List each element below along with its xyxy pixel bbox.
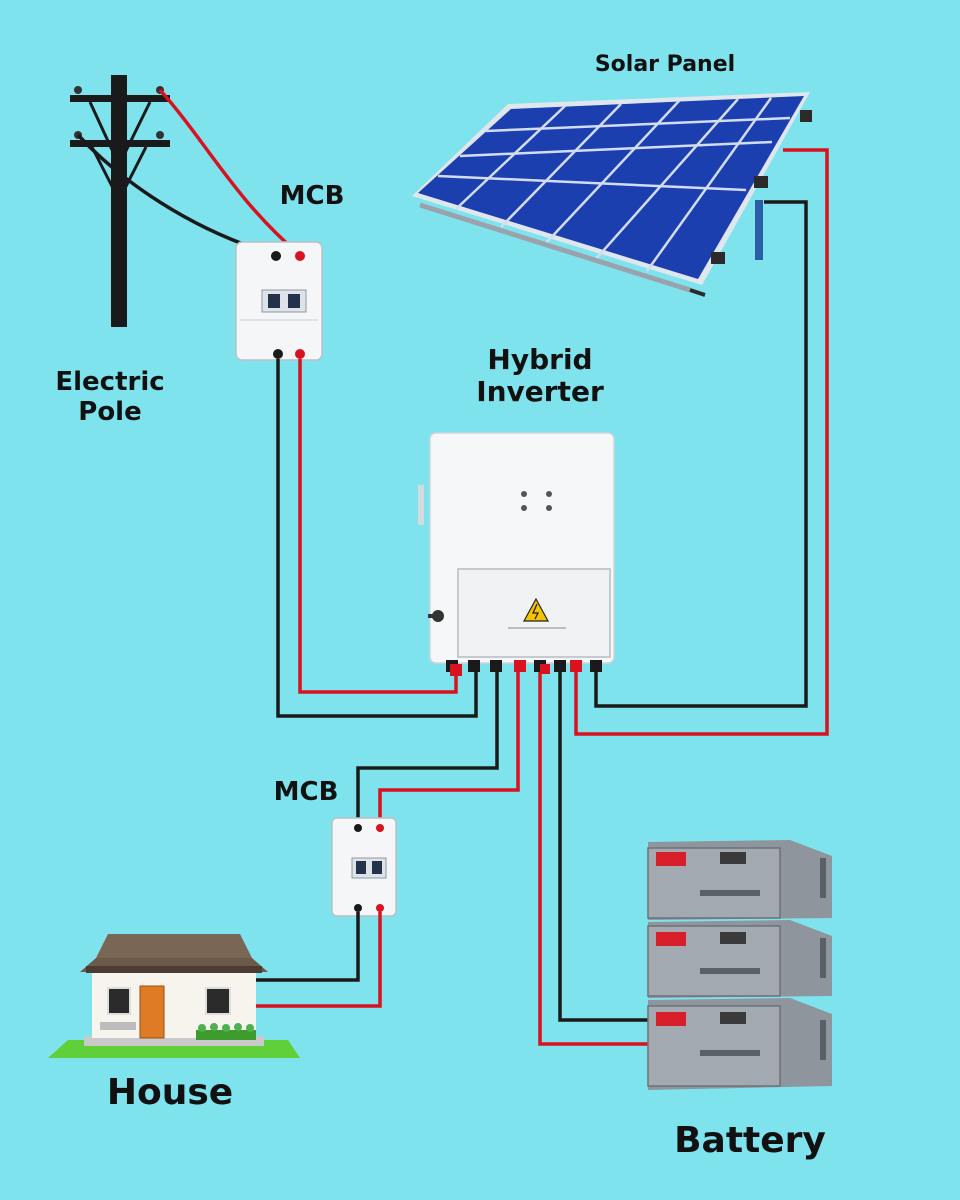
- solar-panel-array: [412, 92, 812, 297]
- wire-mcb2-to-house-black: [250, 912, 360, 982]
- wire-inverter-to-mcb2-red: [378, 672, 520, 826]
- wire-mcb-to-inverter-black: [276, 359, 478, 718]
- electric-pole-label: Electric Pole: [30, 367, 190, 428]
- solar-panel-label: Solar Panel: [594, 52, 736, 77]
- hybrid-inverter: [418, 432, 615, 676]
- wire-pole-to-mcb-black: [76, 133, 277, 257]
- mcb-top-label: MCB: [279, 181, 345, 211]
- electric-pole-label-line2: Pole: [78, 396, 142, 427]
- mcb-bottom-breaker: [331, 817, 397, 917]
- wire-solar-to-inverter-red: [574, 148, 829, 736]
- mcb-top-breaker: [235, 241, 323, 361]
- wire-pole-to-mcb-red: [158, 88, 302, 257]
- house: [48, 934, 300, 1058]
- house-label: House: [106, 1072, 234, 1113]
- wire-inverter-to-battery-black: [558, 672, 648, 1022]
- wire-mcb-to-inverter-red: [298, 359, 458, 694]
- wire-inverter-to-battery-red: [538, 672, 648, 1046]
- hybrid-inverter-label: Hybrid Inverter: [450, 343, 630, 409]
- mcb-bottom-label: MCB: [273, 777, 339, 807]
- wire-solar-to-inverter-black: [594, 200, 808, 708]
- hybrid-inverter-label-line2: Inverter: [476, 375, 604, 409]
- wire-inverter-to-mcb2-black: [356, 672, 499, 826]
- battery-label: Battery: [674, 1120, 826, 1161]
- battery-stack: [647, 840, 832, 1090]
- electric-pole-label-line1: Electric: [55, 367, 165, 397]
- hybrid-inverter-label-line1: Hybrid: [487, 343, 593, 376]
- wire-mcb2-to-house-red: [250, 912, 382, 1008]
